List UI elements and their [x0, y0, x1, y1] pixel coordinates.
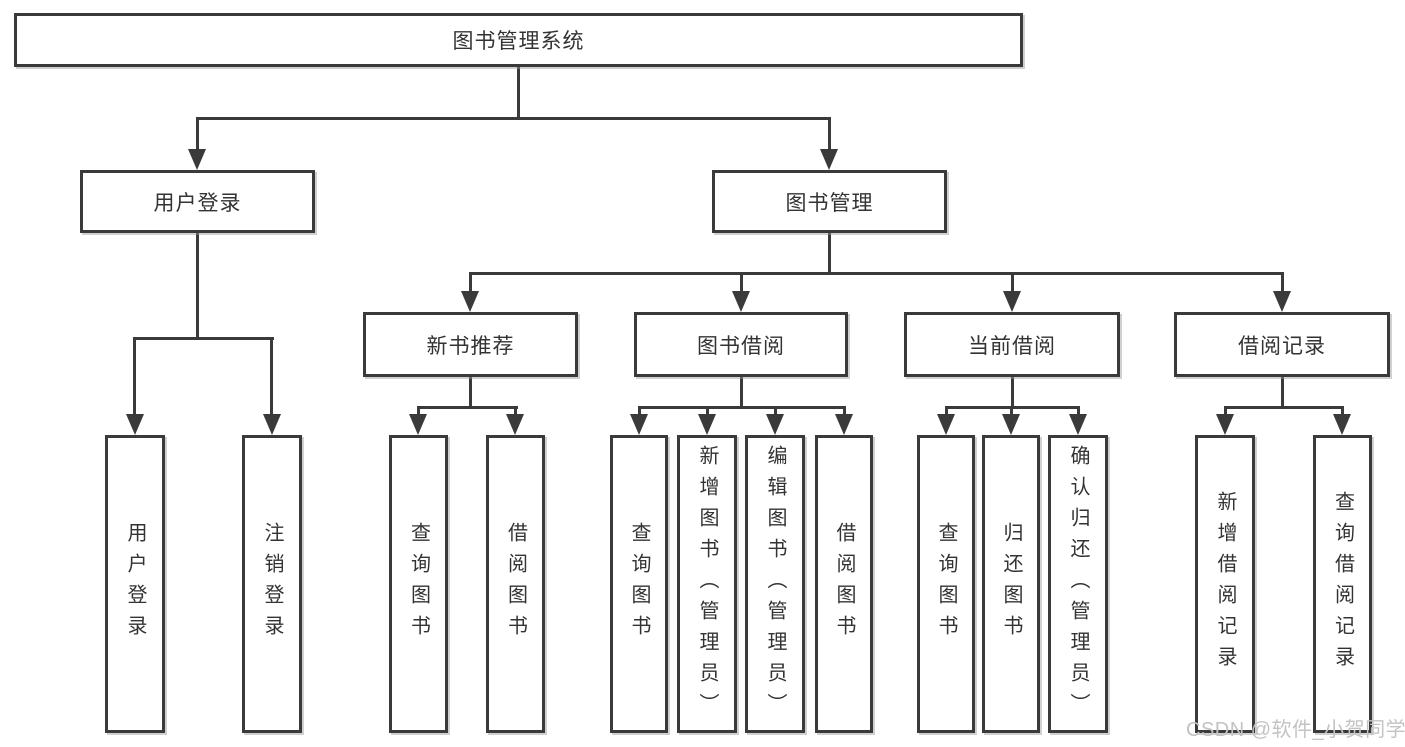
- leaf-recommend-borrow-books-label: 借阅图书: [504, 522, 527, 646]
- connector-line: [514, 406, 517, 416]
- connector-line: [740, 272, 743, 294]
- connector-line: [469, 272, 1284, 275]
- arrow-down-icon: [1069, 414, 1087, 435]
- leaf-borrow-query-books-label: 查询图书: [628, 522, 650, 646]
- node-current-borrow-label: 当前借阅: [968, 334, 1056, 358]
- leaf-user-login-label: 用户登录: [124, 522, 146, 646]
- connector-line: [1011, 377, 1014, 408]
- node-book-manage: 图书管理: [712, 170, 947, 233]
- connector-line: [196, 117, 831, 120]
- connector-line: [1281, 377, 1284, 408]
- node-new-book-recommend-label: 新书推荐: [426, 334, 515, 358]
- leaf-borrow-query-books: 查询图书: [610, 435, 668, 733]
- node-borrow-records-label: 借阅记录: [1238, 334, 1326, 358]
- connector-line: [843, 406, 846, 416]
- leaf-user-login: 用户登录: [105, 435, 165, 733]
- leaf-current-confirm-return-admin-label: 确认归还（管理员）: [1067, 444, 1089, 724]
- leaf-borrow-borrow-books: 借阅图书: [815, 435, 873, 733]
- node-user-login: 用户登录: [80, 170, 315, 233]
- arrow-down-icon: [835, 414, 853, 435]
- leaf-current-confirm-return-admin: 确认归还（管理员）: [1048, 435, 1108, 733]
- connector-line: [1224, 406, 1344, 409]
- leaf-records-add-record-label: 新增借阅记录: [1214, 491, 1236, 677]
- leaf-recommend-borrow-books: 借阅图书: [486, 435, 545, 733]
- leaf-current-query-books-label: 查询图书: [935, 522, 957, 646]
- arrow-down-icon: [698, 414, 716, 435]
- connector-line: [417, 406, 518, 409]
- arrow-down-icon: [461, 291, 479, 312]
- connector-line: [774, 406, 777, 416]
- arrow-down-icon: [1216, 414, 1234, 435]
- connector-line: [740, 377, 743, 408]
- connector-line: [638, 406, 846, 409]
- node-current-borrow: 当前借阅: [904, 312, 1120, 377]
- watermark: CSDN @软件_小贺同学: [1186, 719, 1405, 741]
- leaf-records-query-record: 查询借阅记录: [1313, 435, 1372, 733]
- arrow-down-icon: [766, 414, 784, 435]
- connector-line: [1010, 406, 1013, 416]
- connector-line: [133, 337, 136, 419]
- leaf-borrow-edit-books-admin-label: 编辑图书（管理员）: [764, 444, 786, 724]
- arrow-down-icon: [126, 414, 144, 435]
- connector-line: [1077, 406, 1080, 416]
- connector-line: [828, 233, 831, 275]
- connector-line: [196, 117, 199, 153]
- leaf-records-query-record-label: 查询借阅记录: [1331, 491, 1354, 677]
- leaf-borrow-add-books-admin-label: 新增图书（管理员）: [696, 444, 718, 724]
- node-borrow-records: 借阅记录: [1174, 312, 1390, 377]
- leaf-logout-login-label: 注销登录: [261, 522, 283, 646]
- connector-line: [1281, 272, 1284, 294]
- arrow-down-icon: [1003, 291, 1021, 312]
- connector-line: [706, 406, 709, 416]
- connector-line: [828, 117, 831, 153]
- arrow-down-icon: [630, 414, 648, 435]
- node-book-borrow: 图书借阅: [634, 312, 848, 377]
- leaf-current-return-books-label: 归还图书: [1000, 522, 1022, 646]
- node-user-login-label: 用户登录: [153, 191, 242, 215]
- arrow-down-icon: [937, 414, 955, 435]
- connector-line: [945, 406, 948, 416]
- leaf-recommend-query-books-label: 查询图书: [407, 522, 430, 646]
- arrow-down-icon: [188, 149, 206, 170]
- connector-line: [270, 337, 273, 419]
- leaf-borrow-add-books-admin: 新增图书（管理员）: [677, 435, 737, 733]
- connector-line: [517, 67, 520, 120]
- connector-line: [469, 272, 472, 294]
- connector-line: [133, 337, 274, 340]
- connector-line: [196, 233, 199, 340]
- arrow-down-icon: [506, 414, 524, 435]
- arrow-down-icon: [1333, 414, 1351, 435]
- leaf-borrow-edit-books-admin: 编辑图书（管理员）: [745, 435, 805, 733]
- arrow-down-icon: [732, 291, 750, 312]
- node-book-borrow-label: 图书借阅: [697, 334, 785, 358]
- connector-line: [417, 406, 420, 416]
- connector-line: [1224, 406, 1227, 416]
- connector-line: [638, 406, 641, 416]
- leaf-borrow-borrow-books-label: 借阅图书: [833, 522, 855, 646]
- arrow-down-icon: [263, 414, 281, 435]
- leaf-logout-login: 注销登录: [242, 435, 302, 733]
- connector-line: [469, 377, 472, 408]
- node-book-manage-label: 图书管理: [785, 191, 874, 215]
- leaf-current-query-books: 查询图书: [917, 435, 975, 733]
- leaf-current-return-books: 归还图书: [982, 435, 1040, 733]
- arrow-down-icon: [409, 414, 427, 435]
- node-root-label: 图书管理系统: [452, 30, 585, 53]
- arrow-down-icon: [1273, 291, 1291, 312]
- node-root: 图书管理系统: [14, 13, 1023, 67]
- node-new-book-recommend: 新书推荐: [363, 312, 578, 377]
- arrow-down-icon: [1002, 414, 1020, 435]
- connector-line: [1011, 272, 1014, 294]
- arrow-down-icon: [820, 149, 838, 170]
- connector-line: [1341, 406, 1344, 416]
- leaf-recommend-query-books: 查询图书: [389, 435, 448, 733]
- leaf-records-add-record: 新增借阅记录: [1195, 435, 1255, 733]
